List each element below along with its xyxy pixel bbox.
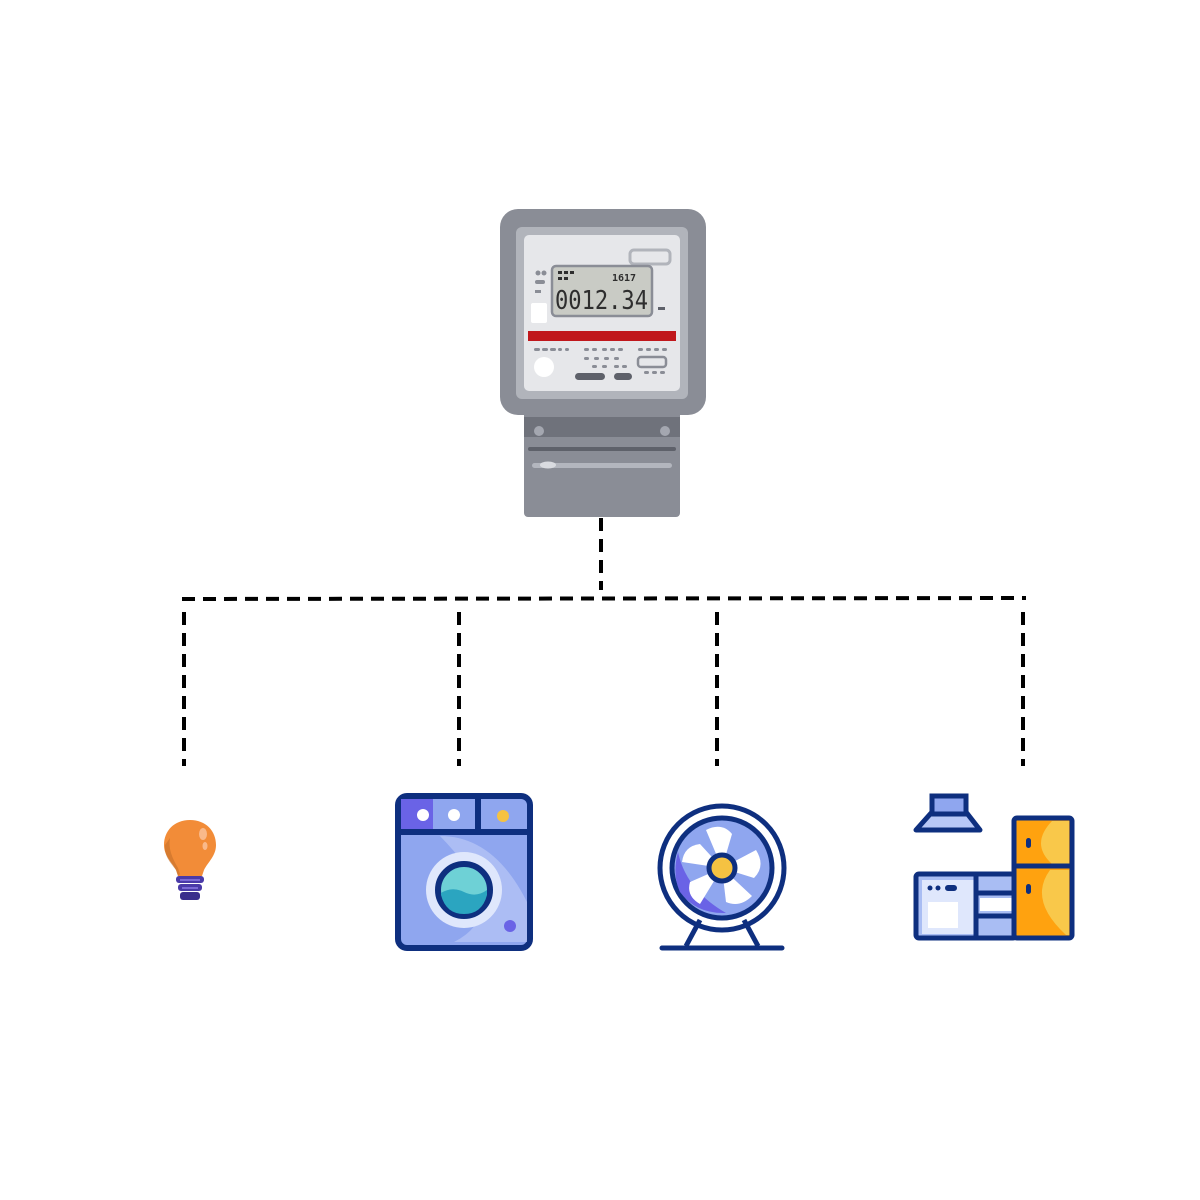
meter-icon: 1617 0012.34 [500, 209, 706, 517]
appliance-light-bulb [160, 818, 220, 906]
washing-machine-icon [395, 793, 533, 951]
fan-icon [657, 803, 787, 951]
meter-reading-text: 0012.34 [555, 286, 648, 316]
electricity-meter: 1617 0012.34 [498, 207, 708, 522]
appliance-label-washer: Washing machine [52, 1180, 62, 1181]
meter-stripe [528, 331, 676, 341]
appliance-label-bulb: Light bulb [45, 1180, 52, 1181]
appliance-washing-machine [394, 792, 534, 952]
meter-button-right [614, 373, 632, 380]
meter-lcd [550, 264, 654, 318]
kitchen-icon [913, 793, 1075, 941]
appliance-fan [656, 800, 788, 956]
meter-name: Smart electricity meter [31, 1180, 46, 1181]
diagram-labels: Electricity meter connected to household… [0, 1180, 1200, 1200]
meter-button-left [575, 373, 605, 380]
appliance-label-kitchen: Kitchen appliances [64, 1180, 76, 1181]
appliance-kitchen [910, 792, 1078, 944]
diagram-title: Electricity meter connected to household… [0, 1180, 31, 1181]
meter-indicator-text: 1617 [612, 273, 636, 284]
bus-line [181, 596, 1027, 601]
light-bulb-icon [164, 820, 216, 900]
appliance-label-fan: Fan [62, 1180, 64, 1181]
